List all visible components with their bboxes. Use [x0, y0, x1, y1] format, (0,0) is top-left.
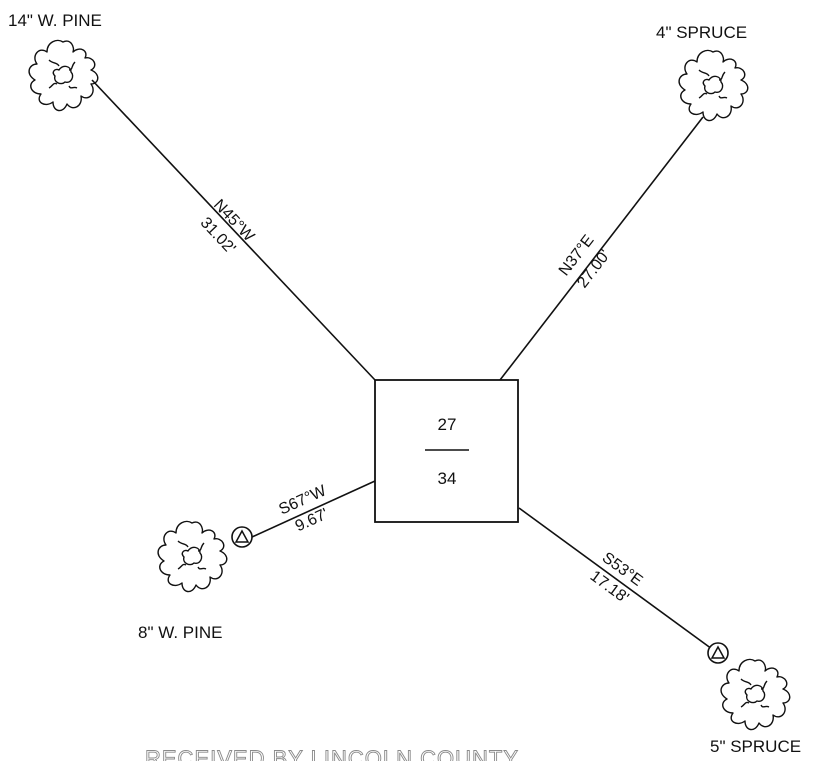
- tie-line-se: [518, 507, 713, 650]
- tie-line-ne: [499, 116, 704, 381]
- received-stamp: RECEIVED BY LINCOLN COUNTY: [145, 746, 519, 761]
- section-number-top: 27: [438, 415, 457, 434]
- tree-label-ne: 4" SPRUCE: [656, 23, 747, 42]
- tree-icon: [157, 520, 228, 593]
- bearing-tree-triangle-icon: [707, 642, 729, 664]
- tree-icon: [720, 658, 791, 731]
- tie-line-sw: [251, 480, 376, 538]
- tree-icon: [28, 39, 99, 112]
- tree-label-sw: 8" W. PINE: [138, 623, 222, 642]
- section-corner-box: [374, 379, 519, 523]
- bearing-tree-triangle-icon: [231, 526, 253, 548]
- tie-line-nw: [91, 79, 376, 381]
- tree-label-nw: 14" W. PINE: [8, 11, 102, 30]
- tree-label-se: 5" SPRUCE: [710, 737, 801, 756]
- section-number-bottom: 34: [438, 469, 457, 488]
- tree-icon: [678, 49, 749, 122]
